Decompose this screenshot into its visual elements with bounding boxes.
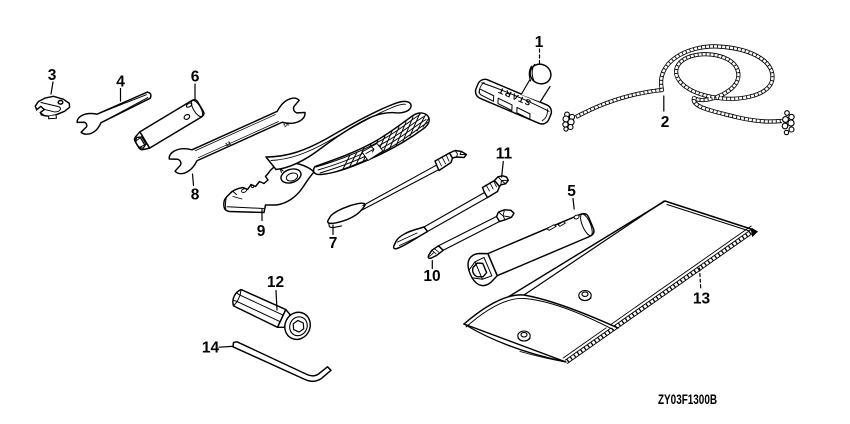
- svg-text:6: 6: [191, 69, 200, 86]
- svg-text:5: 5: [567, 183, 576, 200]
- svg-text:8: 8: [191, 187, 200, 204]
- svg-text:12: 12: [224, 140, 232, 148]
- svg-text:14: 14: [202, 340, 220, 357]
- svg-text:4: 4: [116, 74, 125, 91]
- svg-text:13: 13: [693, 291, 711, 308]
- svg-text:3: 3: [48, 67, 57, 84]
- svg-text:ZY03F1300B: ZY03F1300B: [658, 392, 717, 407]
- svg-text:7: 7: [329, 235, 338, 252]
- svg-text:9: 9: [257, 223, 266, 240]
- svg-text:1: 1: [535, 34, 544, 51]
- svg-text:10: 10: [423, 268, 440, 285]
- svg-text:12: 12: [267, 274, 284, 291]
- svg-text:11: 11: [496, 146, 513, 163]
- svg-text:14: 14: [282, 121, 290, 129]
- svg-text:2: 2: [661, 114, 670, 131]
